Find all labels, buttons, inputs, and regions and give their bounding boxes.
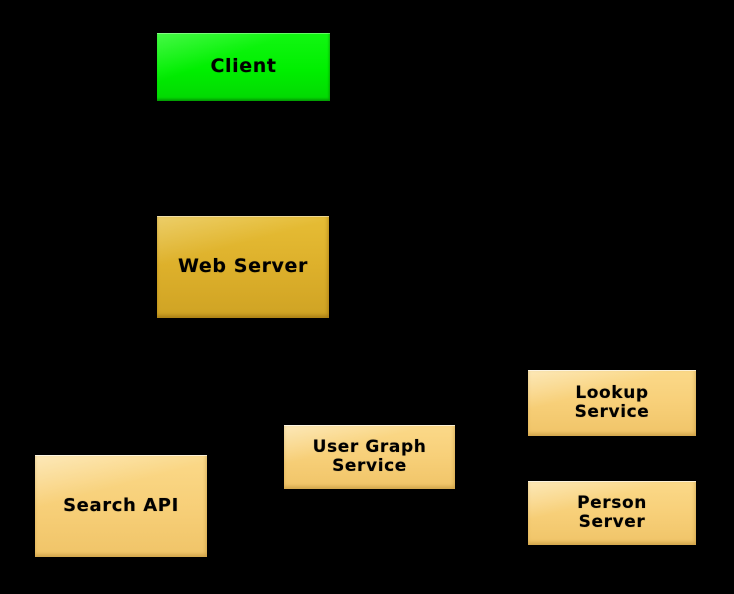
diagram-node-person-server[interactable]: Person Server: [528, 481, 696, 545]
diagram-node-search-api[interactable]: Search API: [35, 455, 207, 557]
diagram-node-lookup-service[interactable]: Lookup Service: [528, 370, 696, 436]
diagram-node-web-server-label: Web Server: [178, 255, 308, 278]
diagram-node-user-graph-service-label: User Graph Service: [312, 436, 427, 476]
diagram-node-web-server[interactable]: Web Server: [157, 216, 329, 318]
diagram-node-lookup-service-label: Lookup Service: [574, 382, 650, 422]
diagram-node-client-label: Client: [210, 55, 277, 78]
diagram-node-user-graph-service[interactable]: User Graph Service: [284, 425, 455, 489]
diagram-node-search-api-label: Search API: [63, 494, 179, 516]
diagram-node-client[interactable]: Client: [157, 33, 330, 101]
diagram-node-person-server-label: Person Server: [577, 492, 647, 532]
